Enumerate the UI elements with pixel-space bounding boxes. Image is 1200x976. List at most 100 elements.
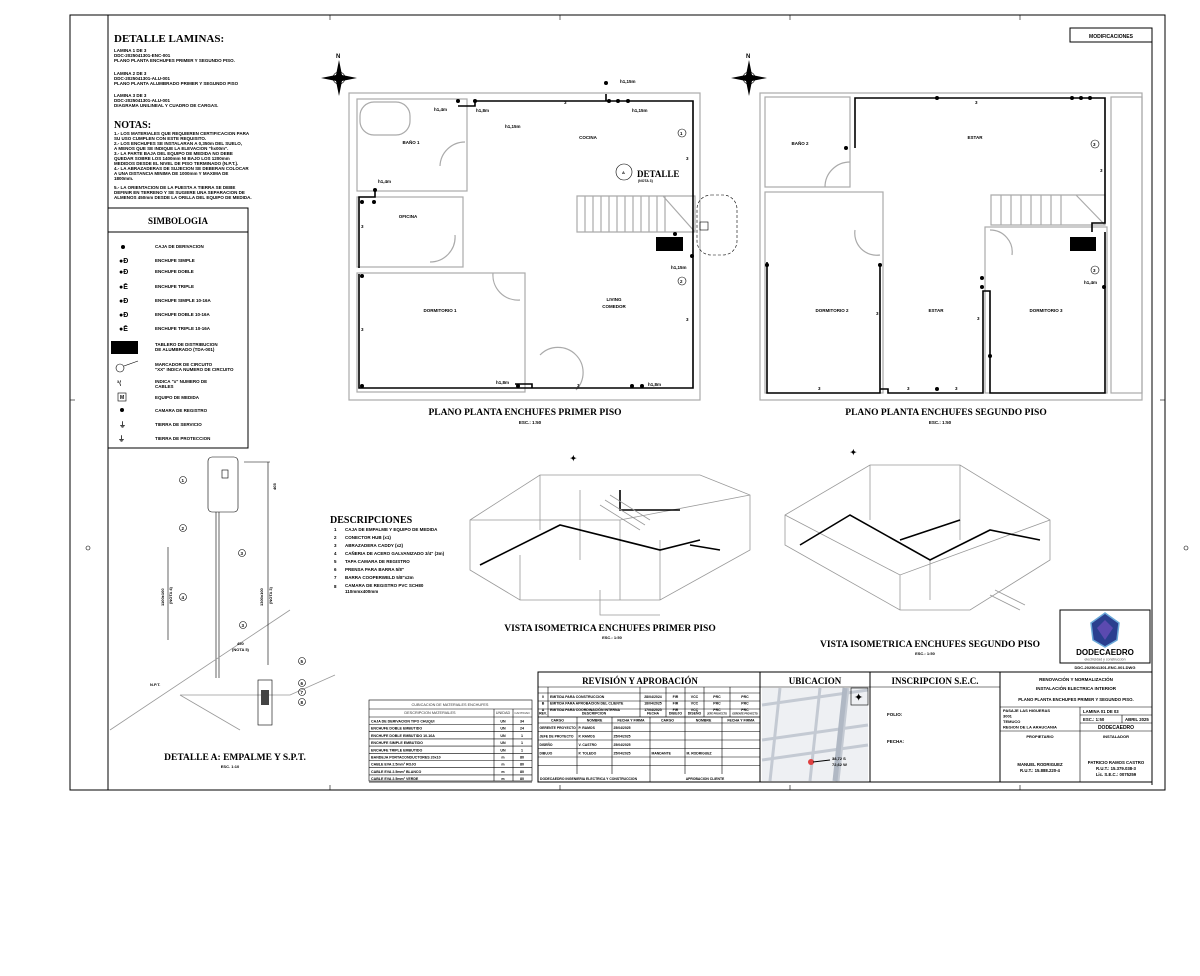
signature-cell: 25/04/2025: [614, 726, 631, 730]
signature-cell: MANDANTE: [652, 752, 672, 756]
material-description: ENCHUFE DOBLE EMBUTIDO: [371, 727, 422, 731]
note-line: 1.- LOS MATERIALES QUE REQUIEREN CERTIFI…: [114, 131, 250, 136]
callout: 7: [301, 690, 304, 695]
revision-cell: PRC: [713, 702, 721, 706]
first-floor-plan: BAÑO 1 COCINA OFICINA DORMITORIO 1 LIVIN…: [348, 79, 738, 425]
note-line: SU USO CUMPLEN CON ESTE REQUISITO.: [114, 136, 206, 141]
revision-cell: FIR: [673, 702, 679, 706]
legend-label: ENCHUFE TRIPLE 10-16A: [155, 326, 211, 331]
legend-label: CAMARA DE REGISTRO: [155, 408, 208, 413]
material-unit: UN: [500, 741, 506, 745]
cable-count-icon: ³⟨: [117, 380, 122, 387]
distribution-board: [1070, 237, 1096, 251]
single-outlet-16a-icon: ●Đ: [119, 298, 128, 305]
material-quantity: 80: [520, 777, 524, 781]
revision-footer: DODECAEDRO INGENIERIA ELECTRICA Y CONSTR…: [540, 777, 638, 781]
sheet-details: DETALLE LAMINAS: LAMINA 1 DE 3 DDC-20250…: [114, 33, 239, 108]
description-text: CAMARA DE REGISTRO PVC SCH80: [345, 583, 424, 588]
second-floor-plan: BAÑO 2 ESTAR DORMITORIO 2 ESTAR DORMITOR…: [759, 92, 1143, 425]
notes-title: NOTAS:: [114, 120, 151, 131]
sheet-number: LAMINA 01 DE 03: [1083, 709, 1119, 714]
revision-cell: 0: [542, 695, 544, 699]
iso-scale: ESC.: 1:50: [602, 635, 623, 640]
dimension-label: (NOTA 4): [168, 586, 173, 604]
location-pin-icon: [808, 759, 814, 765]
revision-footer: APROBACION CLIENTE: [686, 777, 725, 781]
callout: 6: [301, 681, 304, 686]
item-number: 5: [334, 559, 337, 564]
iso-scale: ESC.: 1:50: [915, 651, 936, 656]
circuit-marker-icon: [1090, 265, 1100, 275]
location-title: UBICACION: [789, 676, 842, 686]
cable-count: 3: [1100, 168, 1103, 173]
circuit-number: 3: [1093, 142, 1096, 147]
item-number: 3: [334, 543, 337, 548]
double-outlet-16a-icon: ●Ð: [119, 312, 128, 319]
material-quantity: 80: [520, 770, 524, 774]
north-arrow-icon: N: [321, 54, 357, 96]
signature-header: CARGO: [551, 719, 564, 723]
callout: 4: [182, 595, 185, 600]
dimension-label: (NOTA 5): [232, 647, 250, 652]
isometric-second-floor: ✦ VISTA ISOMETRICA ENCHUFES SEGUNDO PISO…: [784, 448, 1051, 656]
callout: 8: [301, 700, 304, 705]
height-label: h1,15m: [505, 124, 521, 129]
revision-header: DIBUJO: [669, 712, 683, 716]
signature-header: CARGO: [661, 719, 674, 723]
north-arrow-icon: ✦: [850, 448, 857, 457]
sec-registration: INSCRIPCION S.E.C. FOLIO: FECHA:: [869, 671, 1001, 783]
note-line: 2.- LOS ENCHUFES SE INSTALARAN A 0,350m …: [114, 141, 242, 146]
modifications-box: [1069, 27, 1153, 43]
height-label: h1,4m: [434, 107, 447, 112]
sheet-number: LAMINA 2 DE 3: [114, 71, 147, 76]
detail-callout: [696, 194, 738, 256]
material-description: ENCHUFE TRIPLE EMBUTIDO: [371, 748, 423, 752]
callout: 5: [301, 659, 304, 664]
triple-outlet-16a-icon: ●Ē: [119, 325, 128, 333]
meter-icon: M: [117, 392, 127, 402]
description-text: CONECTOR HUB (x1): [345, 535, 391, 540]
project-line: RENOVACIÓN Y NORMALIZACIÓN: [1039, 675, 1113, 682]
north-arrow-icon: N: [731, 54, 767, 96]
distribution-board: [656, 237, 683, 251]
table-title: CUBICACION DE MATERIALES ENCHUFES: [412, 703, 489, 707]
cable-count: 3: [361, 224, 364, 229]
description-text: CAJA DE EMPALME Y EQUIPO DE MEDIDA: [345, 527, 438, 532]
legend-label: ENCHUFE SIMPLE 10-16A: [155, 298, 212, 303]
owner-name: MANUEL RODRIGUEZ: [1017, 762, 1063, 767]
item-number: 7: [334, 575, 337, 580]
height-label: h1,8m: [496, 380, 509, 385]
signature-header: FECHA Y FIRMA: [617, 719, 645, 723]
cable-count: 3: [977, 316, 980, 321]
cable-count: 3: [686, 317, 689, 322]
note-line: 3.- LA PARTE BAJA DEL EQUIPO DE MEDIDA N…: [114, 151, 233, 156]
material-unit: m: [501, 777, 504, 781]
signature-cell: M. RODRIGUEZ: [687, 752, 712, 756]
revision-cell: VCC: [691, 695, 699, 699]
material-unit: m: [501, 756, 504, 760]
legend-label: ENCHUFE DOBLE: [155, 269, 194, 274]
plan-title: PLANO PLANTA ENCHUFES PRIMER PISO: [428, 408, 621, 418]
address-line: TEMUCO: [1003, 719, 1020, 724]
signature-header: NOMBRE: [696, 719, 712, 723]
sec-title: INSCRIPCION S.E.C.: [891, 676, 978, 686]
note-line: MEDIDOS DESDE EL NIVEL DE PISO TERMINADO…: [114, 161, 238, 166]
item-number: 2: [334, 535, 337, 540]
circuit-marker-icon: [115, 360, 139, 373]
cable-count: 3: [907, 386, 910, 391]
legend-label: DE ALUMBRADO (TDA-001): [155, 347, 215, 352]
symbology-legend: SIMBOLOGIA CAJA DE DERIVACION ●Đ ENCHUFE…: [107, 207, 249, 449]
distribution-board-icon: [111, 341, 138, 354]
revision-cell: PRC: [741, 708, 749, 712]
materials-table: CUBICACION DE MATERIALES ENCHUFES DESCRI…: [368, 699, 533, 783]
material-quantity: 80: [520, 763, 524, 767]
signature-header: FECHA Y FIRMA: [727, 719, 755, 723]
address-line: PASAJE LAS HIGUERAS: [1003, 708, 1050, 713]
binding-hole: [1183, 545, 1189, 551]
material-quantity: 1: [521, 748, 523, 752]
dimension-label: 1300±100: [259, 587, 264, 606]
grid-ticks: [70, 15, 1165, 790]
protection-ground-icon: ⏚: [118, 435, 125, 443]
dimension-label: 450: [237, 641, 244, 646]
